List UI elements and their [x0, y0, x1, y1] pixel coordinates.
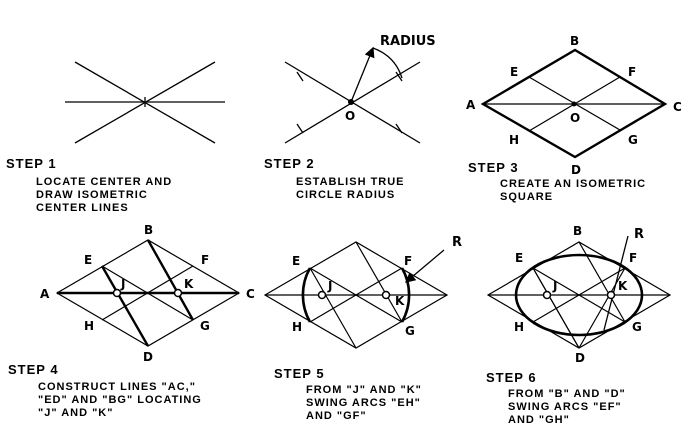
- step-4-label-b: B: [144, 223, 153, 237]
- step-2-center-point: [348, 99, 354, 105]
- step-4-desc-line: CONSTRUCT LINES "AC,": [38, 381, 196, 393]
- step-5-label-r: R: [452, 235, 462, 250]
- step-3-label-h: H: [509, 133, 519, 147]
- step-3-label-f: F: [628, 65, 636, 79]
- step-3-desc-line: SQUARE: [500, 191, 554, 203]
- step-4-title: STEP 4: [8, 362, 59, 377]
- step-3-description: CREATE AN ISOMETRIC SQUARE: [500, 178, 646, 204]
- step-6-label-d: D: [575, 351, 585, 365]
- step-6-point-k: [606, 290, 616, 300]
- step-2-desc-line: ESTABLISH TRUE: [296, 176, 405, 188]
- step-2-radius-tick: [296, 123, 304, 134]
- step-4-desc-line: "ED" AND "BG" LOCATING: [38, 394, 202, 406]
- step-5-desc-line: SWING ARCS "EH": [306, 397, 421, 409]
- step-2-label-o: O: [345, 109, 355, 123]
- step-4-label-g: G: [200, 319, 210, 333]
- step-3-label-b: B: [570, 34, 579, 48]
- step-2-radius-tick: [395, 71, 403, 82]
- step-3-label-a: A: [466, 98, 476, 112]
- step-3-center-point: [571, 101, 577, 107]
- step-4-label-d: D: [143, 350, 153, 364]
- step-5-point-k: [381, 290, 391, 300]
- step-4-point-j: [112, 288, 122, 298]
- step-4-label-a: A: [40, 287, 50, 301]
- step-2-radius-tick: [296, 71, 304, 82]
- step-5-label-j: J: [327, 279, 332, 293]
- step-5-arc-gf: [400, 267, 411, 323]
- step-4-label-h: H: [84, 319, 94, 333]
- step-3-label-c: C: [673, 100, 682, 114]
- step-6-title: STEP 6: [486, 370, 537, 385]
- step-1-desc-line: DRAW ISOMETRIC: [36, 189, 148, 201]
- step-1-desc-line: LOCATE CENTER AND: [36, 176, 173, 188]
- step-4-desc-line: "J" AND "K": [38, 407, 114, 419]
- step-5-description: FROM "J" AND "K" SWING ARCS "EH" AND "GF…: [306, 384, 422, 423]
- step-6-label-g: G: [632, 320, 642, 334]
- step-1-description: LOCATE CENTER AND DRAW ISOMETRIC CENTER …: [36, 176, 172, 215]
- step-5-label-g: G: [405, 324, 415, 338]
- step-2-radius-arc: [372, 47, 403, 79]
- step-3-label-e: E: [510, 65, 518, 79]
- step-2-radius-tick: [395, 123, 403, 134]
- step-5-label-h: H: [292, 320, 302, 334]
- step-6-desc-line: SWING ARCS "EF": [508, 401, 622, 413]
- step-2-description: ESTABLISH TRUE CIRCLE RADIUS: [296, 176, 405, 202]
- step-5-arc-eh: [301, 267, 312, 323]
- step-2-desc-line: CIRCLE RADIUS: [296, 189, 396, 201]
- step-5-point-j: [317, 290, 327, 300]
- step-3-title: STEP 3: [468, 160, 519, 175]
- step-4-figure: [55, 239, 241, 347]
- step-6-description: FROM "B" AND "D" SWING ARCS "EF" AND "GH…: [508, 388, 626, 427]
- step-1-title: STEP 1: [6, 156, 57, 171]
- step-4-point-k: [173, 288, 183, 298]
- step-4-center-line: [101, 265, 194, 321]
- step-3-label-o: O: [570, 111, 580, 125]
- step-5-desc-line: AND "GF": [306, 410, 367, 422]
- step-5-label-k: K: [395, 294, 405, 308]
- step-6-label-h: H: [514, 320, 524, 334]
- step-4-description: CONSTRUCT LINES "AC," "ED" AND "BG" LOCA…: [38, 381, 202, 420]
- step-6-radius-line: [603, 235, 629, 331]
- radius-label: RADIUS: [380, 34, 436, 49]
- step-5-radius-arrow: [405, 249, 445, 283]
- step-5-title: STEP 5: [274, 366, 325, 381]
- step-4-label-e: E: [84, 253, 92, 267]
- step-1-desc-line: CENTER LINES: [36, 202, 129, 214]
- step-3-label-d: D: [571, 163, 581, 177]
- step-4-label-k: K: [184, 277, 194, 291]
- step-4-label-f: F: [201, 253, 209, 267]
- step-2-figure: [284, 46, 421, 144]
- step-5-label-e: E: [292, 254, 300, 268]
- step-6-center-line: [532, 267, 626, 323]
- step-6-desc-line: AND "GH": [508, 414, 570, 426]
- step-4-label-c: C: [246, 287, 255, 301]
- step-6-label-e: E: [515, 251, 523, 265]
- step-2-title: STEP 2: [264, 156, 315, 171]
- step-5-label-f: F: [404, 254, 412, 268]
- step-5-desc-line: FROM "J" AND "K": [306, 384, 422, 396]
- step-6-point-j: [542, 290, 552, 300]
- step-6-label-f: F: [629, 251, 637, 265]
- step-6-label-r: R: [634, 227, 644, 242]
- step-6-label-j: J: [552, 279, 557, 293]
- step-5-figure: [263, 241, 449, 349]
- step-2-radius-arrow: [350, 46, 375, 103]
- step-4-label-j: J: [120, 277, 125, 291]
- step-6-figure: [486, 235, 672, 349]
- step-6-label-k: K: [618, 279, 628, 293]
- step-3-label-g: G: [628, 133, 638, 147]
- step-3-desc-line: CREATE AN ISOMETRIC: [500, 178, 647, 190]
- step-6-desc-line: FROM "B" AND "D": [508, 388, 626, 400]
- step-6-label-b: B: [573, 224, 582, 238]
- step-6-isometric-ellipse: [514, 253, 644, 337]
- step-1-figure: [65, 61, 225, 144]
- step-5-center-line: [309, 267, 403, 323]
